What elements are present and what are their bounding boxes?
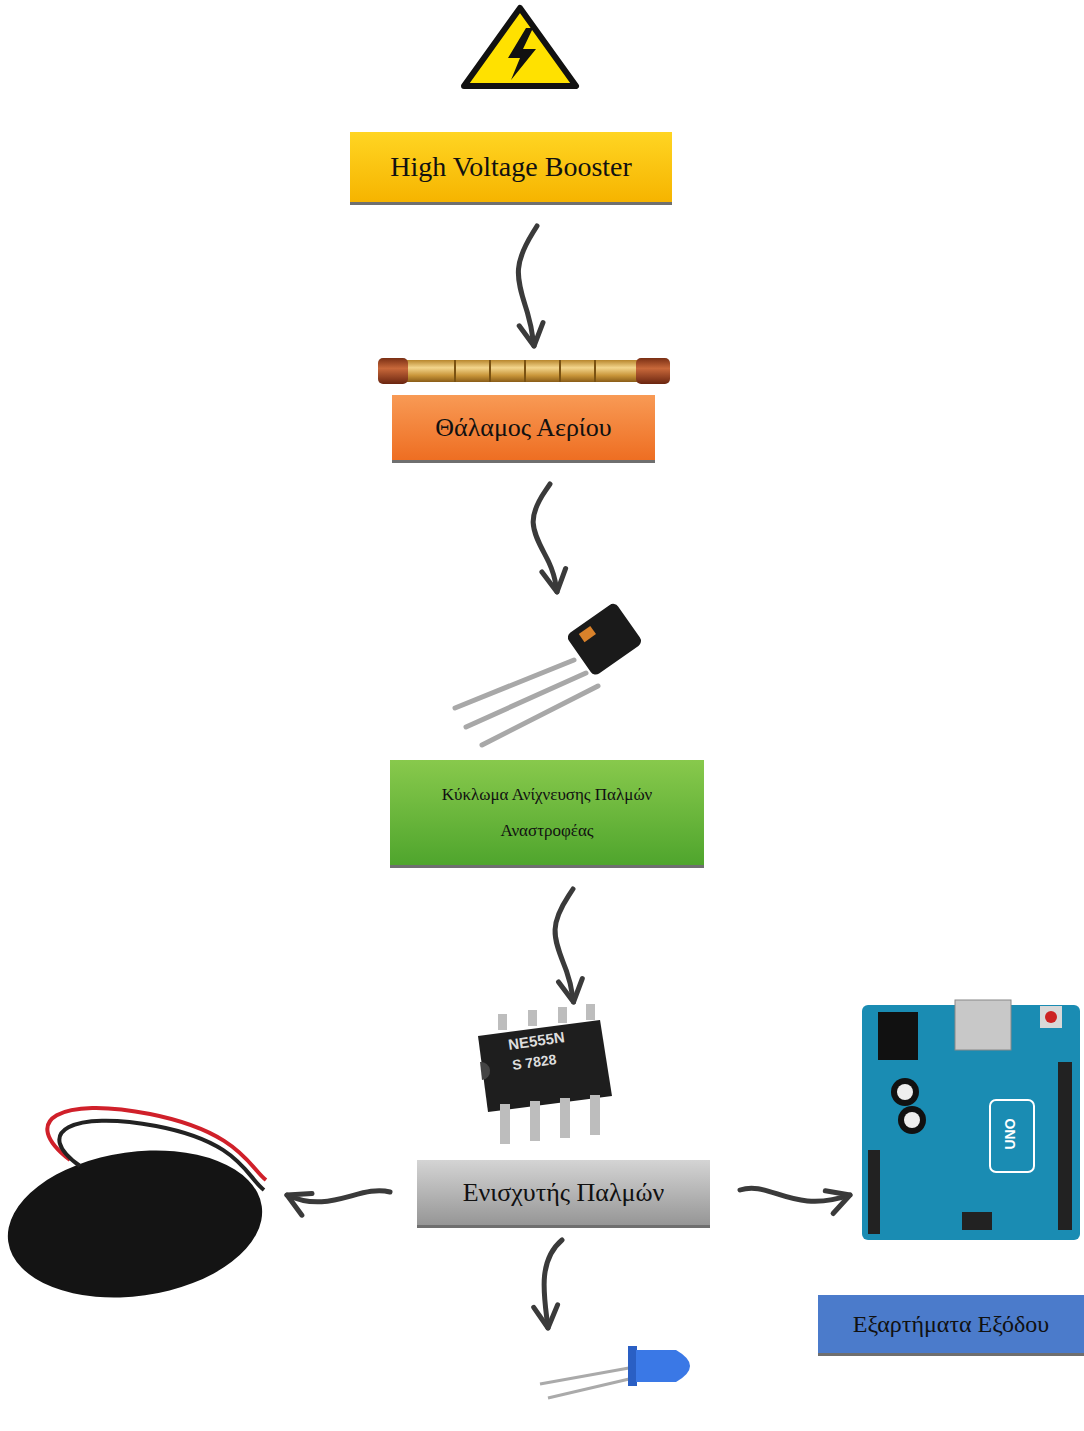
node-text: High Voltage Booster: [390, 150, 632, 184]
arduino-board-part: [1058, 1062, 1072, 1230]
node-text: Εξαρτήματα Εξόδου: [853, 1310, 1050, 1339]
node-text: Κύκλωμα Ανίχνευσης Παλμών Αναστροφέας: [404, 777, 690, 848]
arduino-board-part: [1040, 1006, 1062, 1028]
label-band: High Voltage Booster: [350, 132, 672, 202]
timer-chip-part: [560, 1098, 570, 1138]
label-band: Κύκλωμα Ανίχνευσης Παλμών Αναστροφέας: [390, 760, 704, 865]
arduino-board-part: [962, 1212, 992, 1230]
detector-box: Κύκλωμα Ανίχνευσης Παλμών Αναστροφέας: [390, 598, 704, 865]
timer-chip-part: [528, 1010, 537, 1026]
geiger-tube-part: [524, 360, 526, 382]
led-symbol-part: [548, 1376, 642, 1398]
arduino-board-part: [898, 1106, 926, 1134]
node-text: Ενισχυτής Παλμών: [463, 1177, 665, 1208]
geiger-tube-part: [489, 360, 491, 382]
arduino-board-part: [897, 1084, 913, 1100]
piezo-buzzer-part: [0, 1135, 272, 1313]
piezo-buzzer-part: [59, 1121, 264, 1190]
warning-symbol-part: [464, 8, 576, 86]
output-arrows-part: [287, 1191, 390, 1202]
timer-chip-part: [498, 1014, 507, 1030]
flow-arrow: [518, 226, 537, 346]
warning-symbol-part: [508, 28, 536, 80]
geiger-tube-part: [378, 358, 408, 384]
label-band: Ενισχυτής Παλμών: [417, 1160, 710, 1225]
board-logo: UNO: [1002, 1118, 1018, 1149]
transistor-symbol: [455, 601, 643, 745]
transistor-symbol-part: [566, 601, 644, 676]
node-text: Θάλαμος Αερίου: [435, 412, 611, 443]
timer-chip-part: [586, 1004, 595, 1020]
geiger-tube-part: [559, 360, 561, 382]
led-symbol: [540, 1346, 690, 1398]
flow-arrow: [533, 484, 557, 592]
piezo-buzzer-part: [47, 1108, 266, 1180]
transistor-symbol-part: [566, 601, 644, 676]
output-arrows-part: [740, 1188, 850, 1201]
booster-box: High Voltage Booster: [350, 132, 672, 202]
geiger-tube-part: [594, 360, 596, 382]
arduino-board-part: [904, 1112, 920, 1128]
warning-symbol: [464, 8, 576, 86]
label-band: Εξαρτήματα Εξόδου: [818, 1295, 1084, 1353]
geiger-tube: [378, 358, 670, 384]
output-arrows-part: [544, 1240, 562, 1328]
transistor-symbol-part: [579, 626, 596, 642]
arduino-board: [862, 1000, 1080, 1240]
transistor-symbol-part: [482, 686, 598, 745]
arduino-board-part: [868, 1150, 880, 1234]
arduino-board-part: [1045, 1011, 1057, 1023]
timer-chip-part: [590, 1095, 600, 1135]
piezo-buzzer: [0, 1108, 272, 1313]
arduino-board-part: [955, 1000, 1011, 1050]
chamber-box: Θάλαμος Αερίου: [378, 352, 670, 460]
timer-chip: [478, 1004, 612, 1144]
arduino-board-part: [878, 1012, 918, 1060]
label-band: Θάλαμος Αερίου: [392, 395, 655, 460]
geiger-tube-part: [636, 358, 670, 384]
timer-chip-part: [558, 1007, 567, 1023]
arduino-board-part: [990, 1100, 1034, 1172]
geiger-tube-part: [454, 360, 456, 382]
led-symbol-part: [628, 1346, 637, 1386]
arduino-board-part: [891, 1078, 919, 1106]
flow-arrow: [555, 889, 573, 1002]
output-box: Εξαρτήματα Εξόδου: [818, 1295, 1084, 1353]
timer-chip-part: [530, 1101, 540, 1141]
timer-chip-part: [480, 1062, 490, 1080]
geiger-tube-part: [398, 360, 644, 382]
timer-chip-part: [500, 1104, 510, 1144]
led-symbol-part: [636, 1350, 690, 1382]
